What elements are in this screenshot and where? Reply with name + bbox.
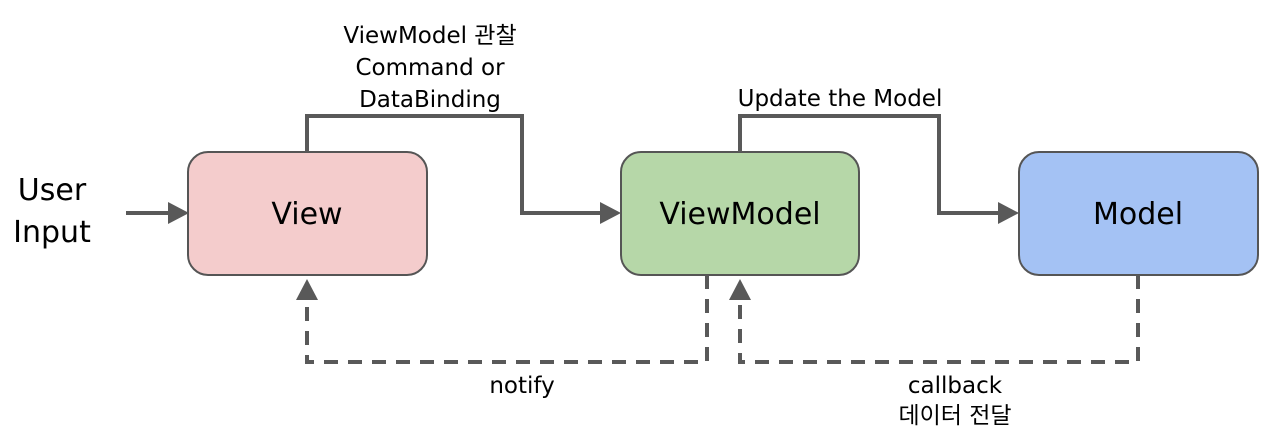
observe-label-line3: DataBinding (359, 87, 501, 113)
view-node: View (187, 151, 428, 276)
view-label: View (271, 197, 342, 232)
model-node: Model (1018, 151, 1259, 276)
observe-label-line2: Command or (355, 55, 505, 81)
user-input-arrow (126, 202, 189, 224)
model-label: Model (1093, 197, 1183, 232)
callback-label-line1: callback (908, 373, 1003, 399)
observe-connector (305, 114, 621, 224)
observe-label-line1: ViewModel 관찰 (343, 23, 516, 49)
update-label: Update the Model (738, 86, 943, 112)
user-input-label-line1: User (18, 173, 87, 208)
notify-label: notify (489, 373, 554, 399)
user-input-label-line2: Input (13, 215, 91, 250)
callback-connector (729, 275, 1140, 364)
callback-label-line2: 데이터 전달 (898, 403, 1011, 429)
notify-connector (296, 275, 709, 364)
update-connector (738, 114, 1019, 224)
viewmodel-node: ViewModel (620, 151, 860, 276)
viewmodel-label: ViewModel (659, 197, 820, 232)
